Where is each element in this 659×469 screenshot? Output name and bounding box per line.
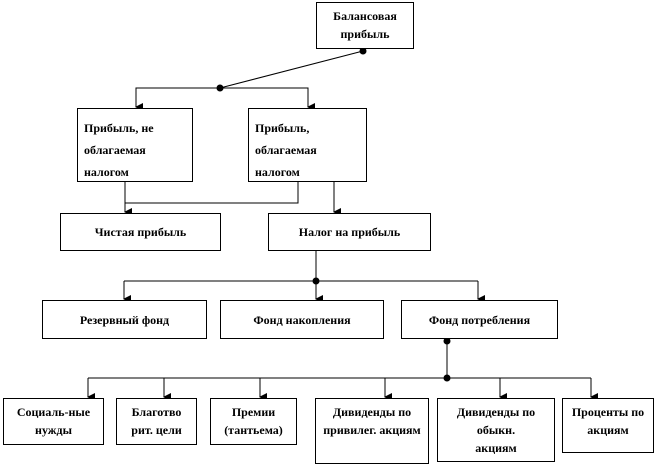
node-label: Фонд потребления bbox=[428, 312, 531, 327]
junction-dot bbox=[216, 84, 224, 92]
node-label: Дивиденды по обыкн. акциям bbox=[456, 405, 536, 455]
node-label: Проценты по акциям bbox=[571, 405, 645, 437]
node-taxed-profit: Прибыль, облагаемая налогом bbox=[248, 108, 367, 182]
node-untaxed-profit: Прибыль, не облагаемая налогом bbox=[77, 108, 193, 182]
node-common-dividends: Дивиденды по обыкн. акциям bbox=[437, 398, 555, 462]
junction-dot bbox=[359, 47, 367, 55]
node-label: Дивиденды по привилег. акциям bbox=[323, 405, 421, 437]
node-balance-profit: Балансовая прибыль bbox=[316, 2, 414, 49]
node-consumption-fund: Фонд потребления bbox=[401, 300, 558, 339]
node-accumulation-fund: Фонд накопления bbox=[220, 300, 384, 339]
node-label: Премии (тантьема) bbox=[224, 405, 283, 437]
node-charity: Благотво рит. цели bbox=[116, 398, 197, 445]
node-label: Фонд накопления bbox=[253, 312, 351, 327]
node-label: Прибыль, не облагаемая налогом bbox=[84, 121, 154, 179]
node-label: Налог на прибыль bbox=[298, 225, 401, 239]
junction-dot bbox=[312, 277, 320, 285]
node-label: Благотво рит. цели bbox=[131, 405, 182, 437]
node-reserve-fund: Резервный фонд bbox=[42, 300, 207, 339]
node-share-interest: Проценты по акциям bbox=[562, 398, 654, 453]
node-label: Резервный фонд bbox=[79, 312, 170, 327]
junction-dot bbox=[443, 337, 451, 345]
node-label: Социаль-ные нужды bbox=[16, 405, 91, 437]
node-preferred-dividends: Дивиденды по привилег. акциям bbox=[315, 398, 429, 464]
connector bbox=[219, 50, 364, 89]
junction-dot bbox=[443, 374, 451, 382]
node-label: Чистая прибыль bbox=[94, 225, 187, 239]
node-profit-tax: Налог на прибыль bbox=[268, 213, 431, 251]
node-social-needs: Социаль-ные нужды bbox=[3, 398, 104, 445]
node-label: Балансовая прибыль bbox=[333, 9, 397, 41]
node-bonuses: Премии (тантьема) bbox=[210, 398, 297, 445]
node-net-profit: Чистая прибыль bbox=[60, 213, 221, 251]
connector bbox=[125, 182, 299, 204]
node-label: Прибыль, облагаемая налогом bbox=[255, 121, 317, 179]
